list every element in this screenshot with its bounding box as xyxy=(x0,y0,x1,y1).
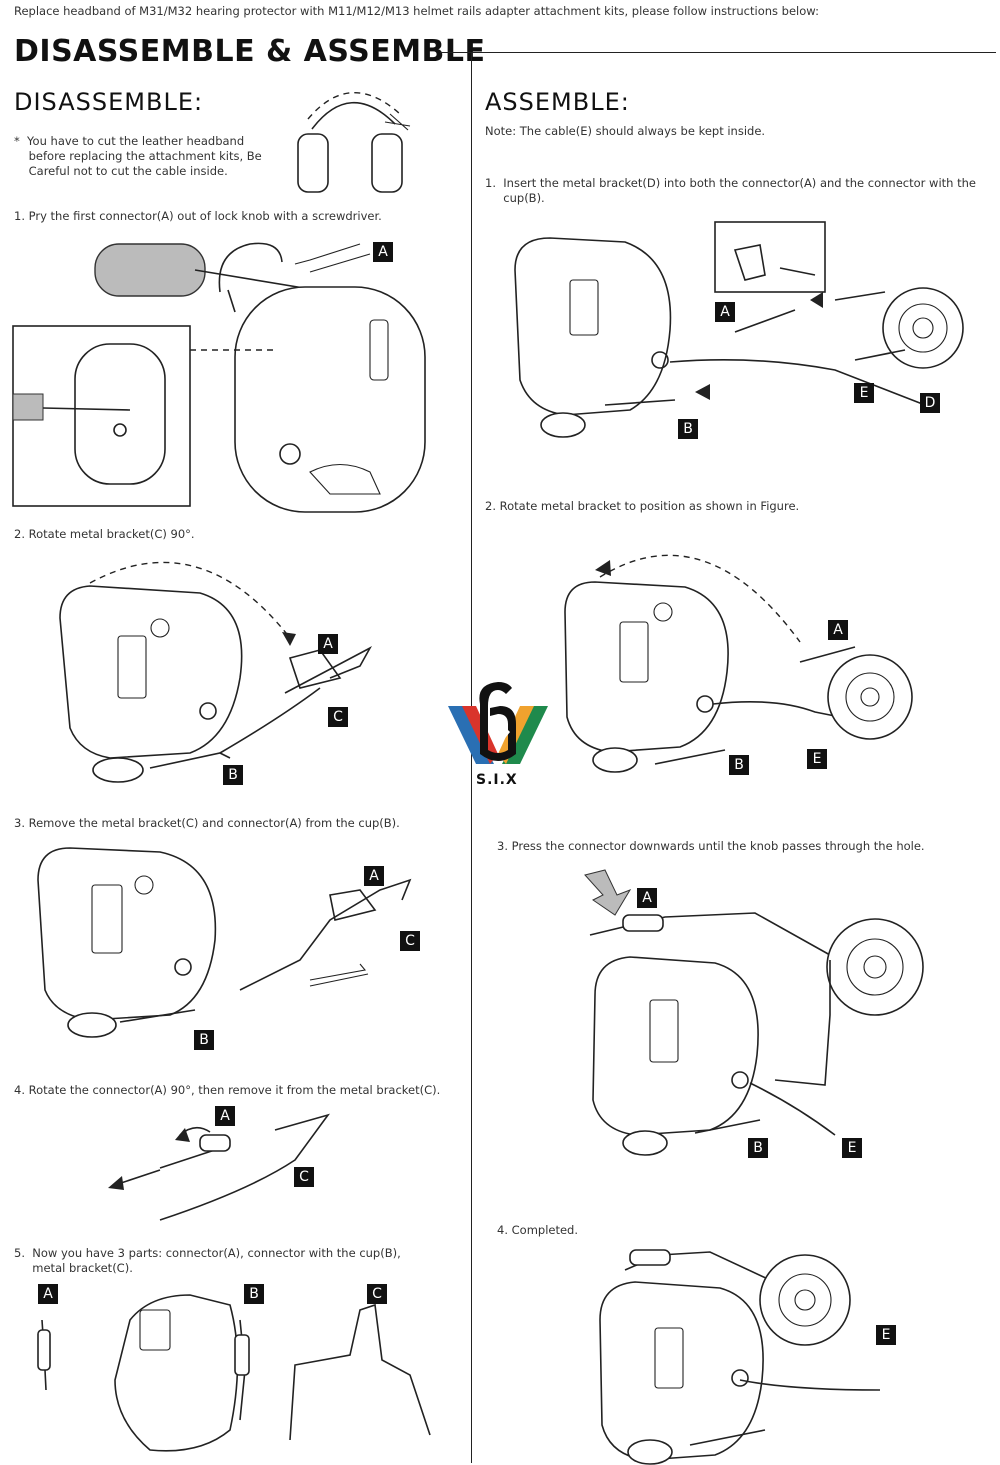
label-a-badge: A xyxy=(373,242,393,262)
logo-text: S.I.X xyxy=(476,772,518,788)
intro-text: Replace headband of M31/M32 hearing prot… xyxy=(14,4,819,18)
label-c-badge: C xyxy=(328,707,348,727)
label-a-badge: A xyxy=(318,634,338,654)
disassemble-step-2: 2. Rotate metal bracket(C) 90°. xyxy=(14,527,195,541)
step4-rotate-connector-illustration xyxy=(108,1113,331,1221)
assemble-step-2: 2. Rotate metal bracket to position as s… xyxy=(485,499,800,513)
step1-pry-illustration xyxy=(12,242,426,513)
assemble-step4-completed-illustration xyxy=(599,1249,881,1465)
disassemble-note: * You have to cut the leather headband b… xyxy=(14,134,262,178)
label-b-badge: B xyxy=(244,1284,264,1304)
assemble-note: Note: The cable(E) should always be kept… xyxy=(485,124,766,138)
step3-remove-illustration xyxy=(37,847,412,1038)
label-b-badge: B xyxy=(678,419,698,439)
column-divider xyxy=(471,53,472,1463)
label-e-badge: E xyxy=(854,383,874,403)
headband-illustration xyxy=(297,92,411,193)
step2-rotate-illustration xyxy=(59,561,373,783)
title-rule xyxy=(440,52,996,53)
label-b-badge: B xyxy=(729,755,749,775)
assemble-step-3: 3. Press the connector downwards until t… xyxy=(497,839,925,853)
label-a-badge: A xyxy=(637,888,657,908)
assemble-step-4: 4. Completed. xyxy=(497,1223,579,1237)
assemble-step3-illustration xyxy=(584,869,924,1156)
disassemble-step-5: 5. Now you have 3 parts: connector(A), c… xyxy=(14,1246,401,1275)
label-c-badge: C xyxy=(400,931,420,951)
disassemble-step-4: 4. Rotate the connector(A) 90°, then rem… xyxy=(14,1083,441,1097)
label-a-badge: A xyxy=(38,1284,58,1304)
assemble-step-1: 1. Insert the metal bracket(D) into both… xyxy=(485,176,976,205)
assemble-heading: ASSEMBLE: xyxy=(485,88,630,116)
label-b-badge: B xyxy=(194,1030,214,1050)
page-title: DISASSEMBLE & ASSEMBLE xyxy=(14,34,486,69)
disassemble-step-3: 3. Remove the metal bracket(C) and conne… xyxy=(14,816,400,830)
six-logo-icon xyxy=(448,682,548,764)
disassemble-step-1: 1. Pry the first connector(A) out of loc… xyxy=(14,209,382,223)
label-d-badge: D xyxy=(920,393,940,413)
label-a-badge: A xyxy=(215,1106,235,1126)
label-c-badge: C xyxy=(367,1284,387,1304)
label-a-badge: A xyxy=(364,866,384,886)
step5-parts-illustration xyxy=(37,1294,431,1452)
assemble-step1-illustration xyxy=(514,221,964,438)
label-a-badge: A xyxy=(715,302,735,322)
label-e-badge: E xyxy=(807,749,827,769)
label-e-badge: E xyxy=(842,1138,862,1158)
label-b-badge: B xyxy=(748,1138,768,1158)
assemble-step2-illustration xyxy=(564,554,913,773)
label-a-badge: A xyxy=(828,620,848,640)
label-e-badge: E xyxy=(876,1325,896,1345)
label-c-badge: C xyxy=(294,1167,314,1187)
disassemble-heading: DISASSEMBLE: xyxy=(14,88,204,116)
label-b-badge: B xyxy=(223,765,243,785)
